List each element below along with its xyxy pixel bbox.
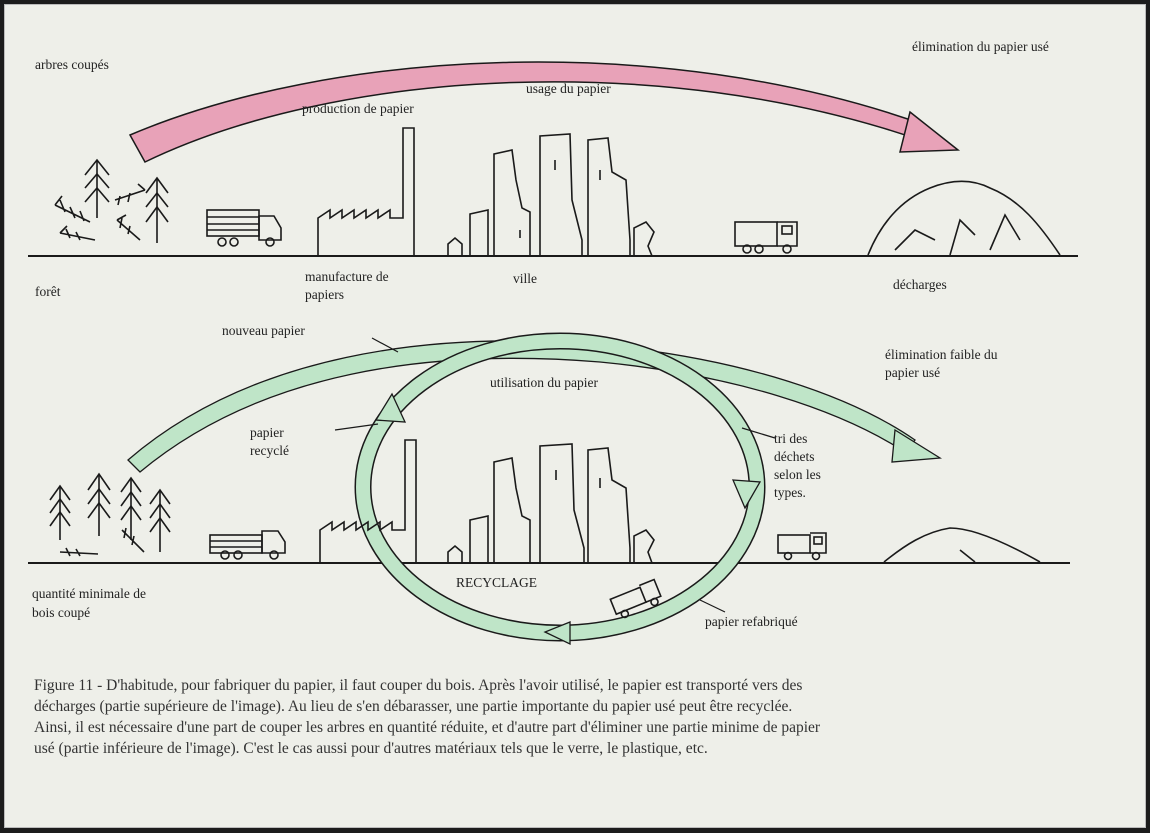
label-decharges: décharges xyxy=(893,277,947,292)
pointer-nouveau xyxy=(371,337,399,353)
top-city xyxy=(447,133,655,257)
label-utilisation-papier: utilisation du papier xyxy=(490,375,598,390)
top-trees xyxy=(54,158,169,243)
label-usage-papier: usage du papier xyxy=(526,81,611,96)
recycling-truck xyxy=(609,578,662,619)
label-elimination-faible-1: élimination faible du xyxy=(885,347,998,362)
label-elimination-papier-use: élimination du papier usé xyxy=(912,39,1049,54)
bottom-landfill xyxy=(883,527,1041,563)
label-quantite-2: bois coupé xyxy=(32,605,91,620)
label-manufacture-2: papiers xyxy=(305,287,344,302)
caption-line-1: Figure 11 - D'habitude, pour fabriquer d… xyxy=(34,677,803,694)
caption-line-4: usé (partie inférieure de l'image). C'es… xyxy=(34,740,708,757)
top-garbage-truck xyxy=(734,221,798,254)
label-recyclage: RECYCLAGE xyxy=(456,575,537,590)
label-papier-recycle-1: papier xyxy=(250,425,284,440)
top-landfill xyxy=(867,180,1061,256)
label-manufacture-1: manufacture de xyxy=(305,269,389,284)
green-new-paper-arrow xyxy=(127,340,943,473)
bottom-factory xyxy=(319,439,417,563)
pointer-refab xyxy=(699,599,726,613)
pointer-tri xyxy=(741,427,776,439)
green-recycling-loop xyxy=(354,332,766,646)
label-quantite-1: quantité minimale de xyxy=(32,586,146,601)
bottom-city xyxy=(447,443,655,564)
label-ville: ville xyxy=(513,271,537,286)
label-tri-3: selon les xyxy=(774,467,821,482)
label-papier-recycle-2: recyclé xyxy=(250,443,289,458)
bottom-trees xyxy=(49,472,171,557)
bottom-log-truck xyxy=(209,530,286,560)
label-foret: forêt xyxy=(35,284,61,299)
label-production-papier: production de papier xyxy=(302,101,414,116)
figure-caption: Figure 11 - D'habitude, pour fabriquer d… xyxy=(34,675,1064,759)
bottom-garbage-truck xyxy=(777,532,827,561)
label-nouveau-papier: nouveau papier xyxy=(222,323,305,338)
label-elimination-faible-2: papier usé xyxy=(885,365,941,380)
caption-line-3: Ainsi, il est nécessaire d'une part de c… xyxy=(34,719,821,736)
pink-arrow xyxy=(128,61,961,163)
caption-line-2: décharges (partie supérieure de l'image)… xyxy=(34,698,793,715)
top-log-truck xyxy=(206,209,282,247)
label-tri-4: types. xyxy=(774,485,806,500)
label-papier-refabrique: papier refabriqué xyxy=(705,614,798,629)
label-tri-2: déchets xyxy=(774,449,815,464)
pointer-recycle xyxy=(334,423,379,431)
label-tri-1: tri des xyxy=(774,431,808,446)
label-arbres-coupes: arbres coupés xyxy=(35,57,109,72)
top-factory xyxy=(317,127,415,256)
